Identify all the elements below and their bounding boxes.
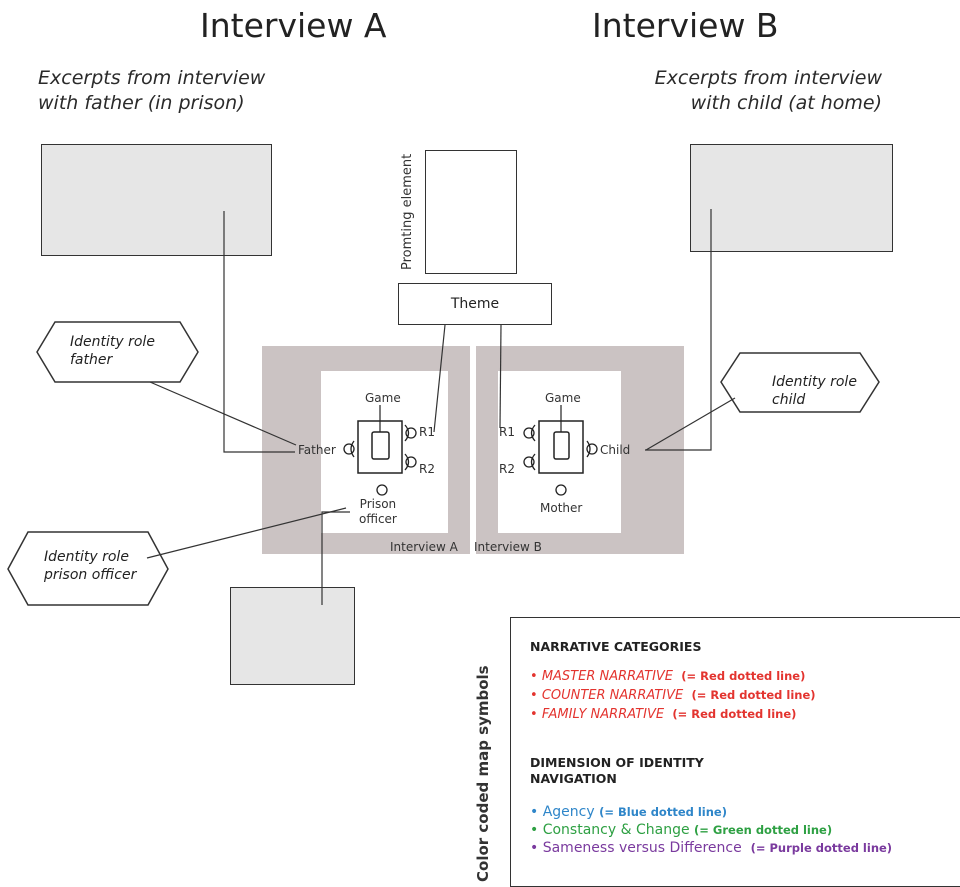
excerpt-box-officer [230,587,355,685]
caption-interview-a: Excerpts from interview with father (in … [38,66,265,116]
legend-narrative-item: • COUNTER NARRATIVE (= Red dotted line) [530,688,816,703]
excerpt-box-father [41,144,272,256]
legend-narrative-item: • MASTER NARRATIVE (= Red dotted line) [530,669,806,684]
panel-a-officer-line2: officer [359,512,397,526]
panel-a-officer-label: Prison officer [359,497,397,527]
panel-b-r1-label: R1 [499,425,515,439]
panel-b-game-label: Game [545,391,581,405]
legend-identity-item: • Sameness versus Difference (= Purple d… [530,840,893,856]
caption-a-line2: with father (in prison) [38,92,245,114]
identity-role-officer: Identity role prison officer [44,548,136,584]
theme-box: Theme [398,283,552,325]
panel-a-father-label: Father [298,443,336,457]
caption-a-line1: Excerpts from interview [38,67,266,89]
identity-child-line1: Identity role [772,374,857,390]
legend-identity-heading-line1: DIMENSION OF IDENTITY [530,755,704,770]
interview-a-title: Interview A [200,6,387,45]
identity-father-line2: father [70,352,113,368]
caption-b-line1: Excerpts from interview [654,67,882,89]
legend-narrative-list: • MASTER NARRATIVE (= Red dotted line) •… [530,667,816,724]
prompting-element-box [425,150,517,274]
identity-role-child: Identity role child [772,373,857,409]
legend-identity-item: • Constancy & Change (= Green dotted lin… [530,822,833,838]
hexagon-officer [7,531,169,606]
legend-box [510,617,960,887]
identity-father-line1: Identity role [70,334,155,350]
legend-side-title: Color coded map symbols [474,665,492,882]
legend-narrative-item: • FAMILY NARRATIVE (= Red dotted line) [530,707,797,722]
interview-b-title: Interview B [592,6,779,45]
panel-a-r2-label: R2 [419,462,435,476]
excerpt-box-child [690,144,893,252]
legend-identity-heading-line2: NAVIGATION [530,771,617,786]
panel-a-caption: Interview A [390,540,458,554]
caption-b-line2: with child (at home) [690,92,882,114]
legend-identity-list: • Agency (= Blue dotted line) • Constanc… [530,803,892,857]
panel-b-r2-label: R2 [499,462,515,476]
hexagon-child [720,352,880,413]
identity-child-line2: child [772,392,806,408]
panel-a-officer-line1: Prison [359,497,397,511]
identity-role-father: Identity role father [70,333,155,369]
legend-narrative-heading: NARRATIVE CATEGORIES [530,639,702,654]
caption-interview-b: Excerpts from interview with child (at h… [600,66,882,116]
panel-a-game-label: Game [365,391,401,405]
hexagon-father [36,321,199,383]
legend-identity-item: • Agency (= Blue dotted line) [530,804,727,820]
legend-identity-heading: DIMENSION OF IDENTITY NAVIGATION [530,755,704,787]
panel-a-r1-label: R1 [419,425,435,439]
panel-b-child-label: Child [600,443,631,457]
panel-b-caption: Interview B [474,540,542,554]
panel-b-mother-label: Mother [540,501,583,515]
identity-officer-line2: prison officer [44,567,137,583]
identity-officer-line1: Identity role [44,549,129,565]
